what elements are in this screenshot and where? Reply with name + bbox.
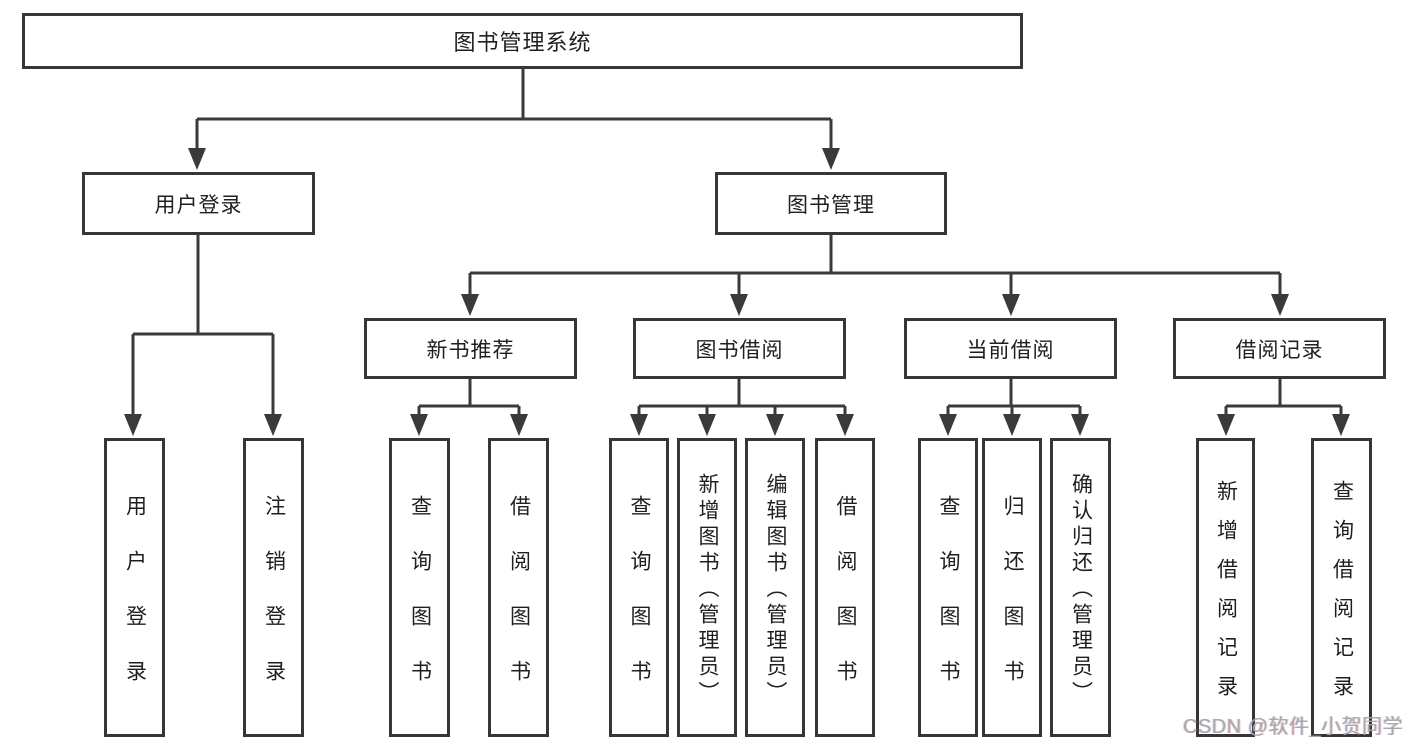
leaf-label: 注销登录 <box>262 494 286 715</box>
leaf-label: 编辑图书（管理员） <box>764 473 787 707</box>
node-label: 当前借阅 <box>966 338 1055 362</box>
leaf-label: 查询图书 <box>937 494 960 715</box>
node-label: 借阅记录 <box>1235 338 1324 362</box>
connector-current-to-leaves <box>946 378 1082 420</box>
leaf-label: 查询借阅记录 <box>1330 479 1354 714</box>
node-label: 用户登录 <box>154 193 243 217</box>
node-book-borrowing: 图书借阅 <box>633 318 846 379</box>
leaf-label: 新增借阅记录 <box>1214 479 1238 714</box>
leaf-label: 借阅图书 <box>834 494 857 715</box>
connector-borrowing-to-leaves <box>637 378 847 420</box>
node-library-management-system: 图书管理系统 <box>22 13 1023 69</box>
leaf-user-login: 用户登录 <box>104 438 165 737</box>
leaf-label: 用户登录 <box>123 494 147 715</box>
connector-newbook-to-leaves <box>417 378 521 420</box>
node-current-borrowing: 当前借阅 <box>904 318 1117 379</box>
leaf-query-borrow-record: 查询借阅记录 <box>1311 438 1372 737</box>
leaf-add-books-admin: 新增图书（管理员） <box>677 438 737 737</box>
leaf-label: 归还图书 <box>1001 494 1024 715</box>
leaf-add-borrow-record: 新增借阅记录 <box>1196 438 1255 737</box>
csdn-watermark: CSDN @软件_小贺同学 <box>1183 716 1404 738</box>
leaf-borrow-books-recommend: 借阅图书 <box>488 438 549 737</box>
node-label: 图书管理 <box>787 193 875 217</box>
leaf-confirm-return-admin: 确认归还（管理员） <box>1050 438 1111 737</box>
leaf-query-books-recommend: 查询图书 <box>389 438 450 737</box>
leaf-query-books-current: 查询图书 <box>918 438 978 737</box>
leaf-logout-login: 注销登录 <box>243 438 304 737</box>
connector-records-to-leaves <box>1224 378 1343 420</box>
leaf-edit-books-admin: 编辑图书（管理员） <box>745 438 805 737</box>
connector-bookmgmt-to-level2 <box>468 234 1282 298</box>
node-borrowing-records: 借阅记录 <box>1173 318 1386 379</box>
leaf-query-books-borrowing: 查询图书 <box>609 438 669 737</box>
leaf-label: 查询图书 <box>628 494 651 715</box>
leaf-borrow-books: 借阅图书 <box>815 438 875 737</box>
node-book-management: 图书管理 <box>715 172 947 235</box>
node-label: 图书管理系统 <box>453 30 592 55</box>
connector-root-to-level1 <box>195 68 833 152</box>
node-label: 新书推荐 <box>426 338 515 362</box>
arrowheads <box>124 148 1350 436</box>
leaf-label: 新增图书（管理员） <box>696 473 719 707</box>
node-user-login: 用户登录 <box>82 172 315 235</box>
node-label: 图书借阅 <box>695 338 784 362</box>
leaf-return-books: 归还图书 <box>982 438 1042 737</box>
leaf-label: 借阅图书 <box>507 494 531 715</box>
node-new-book-recommendation: 新书推荐 <box>364 318 577 379</box>
leaf-label: 确认归还（管理员） <box>1069 473 1093 707</box>
leaf-label: 查询图书 <box>408 494 432 715</box>
connector-userlogin-to-leaves <box>131 234 275 418</box>
